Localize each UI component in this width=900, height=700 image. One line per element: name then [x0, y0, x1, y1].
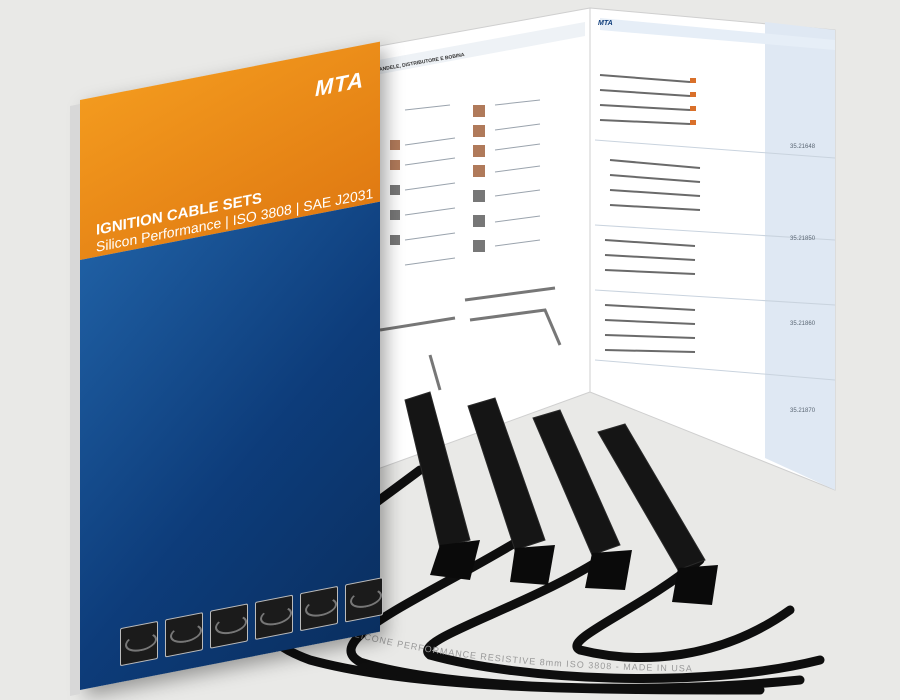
catalog-right-margin	[765, 22, 835, 490]
catalog-cable-sets	[599, 74, 701, 353]
cable-2	[346, 535, 805, 693]
connector-icon	[473, 190, 485, 202]
cable-4	[572, 555, 795, 662]
cable-3	[423, 555, 825, 683]
boot-elbow-2	[510, 545, 555, 585]
connector-icon	[390, 140, 400, 150]
connector-icons	[390, 105, 485, 252]
cable-thumbnail	[255, 594, 293, 640]
catalog-left-header-band	[335, 22, 585, 82]
connector-icon	[473, 215, 485, 227]
cable-thumbnail	[300, 585, 338, 632]
connector-icon	[390, 210, 400, 220]
catalog-cover: MTA IGNITION CABLE SETS Silicon Performa…	[70, 41, 383, 696]
cable-thumbnail	[120, 620, 158, 667]
part-number: 35.21870	[790, 408, 816, 414]
connector-icon	[473, 145, 485, 157]
cable-thumbnail	[345, 577, 383, 623]
boot-elbow-1	[430, 540, 480, 580]
cover-spine	[70, 104, 80, 696]
connector-icon	[473, 240, 485, 252]
catalog-boots	[690, 78, 696, 125]
catalog-text-lines	[404, 99, 541, 266]
cable-thumbnail	[165, 612, 203, 658]
connector-icon	[390, 185, 400, 195]
boot-elbow-3	[585, 550, 632, 590]
plug-boot-4	[597, 423, 706, 571]
part-number: 35.21850	[790, 236, 816, 242]
catalog-right-header-band	[600, 18, 835, 50]
mta-logo: MTA	[314, 66, 364, 102]
plug-boot-1	[404, 391, 471, 549]
catalog-row-dividers	[594, 139, 836, 381]
connector-icon	[473, 165, 485, 177]
connector-icon	[390, 160, 400, 170]
catalog-part-numbers: 35.21648 35.21850 35.21860 35.21870	[790, 144, 816, 414]
part-number: 35.21860	[790, 321, 816, 327]
plug-boot-2	[467, 397, 546, 551]
cable-thumbnail	[210, 603, 248, 649]
connector-icon	[473, 105, 485, 117]
plug-boot-3	[532, 409, 621, 556]
catalog-right-logo: MTA	[598, 20, 613, 27]
connector-icon	[390, 235, 400, 245]
cover-blue-area	[80, 201, 383, 690]
boot-elbow-4	[672, 565, 718, 605]
catalog-cable-drawings	[379, 286, 562, 391]
connector-icon	[473, 125, 485, 137]
part-number: 35.21648	[790, 144, 816, 150]
